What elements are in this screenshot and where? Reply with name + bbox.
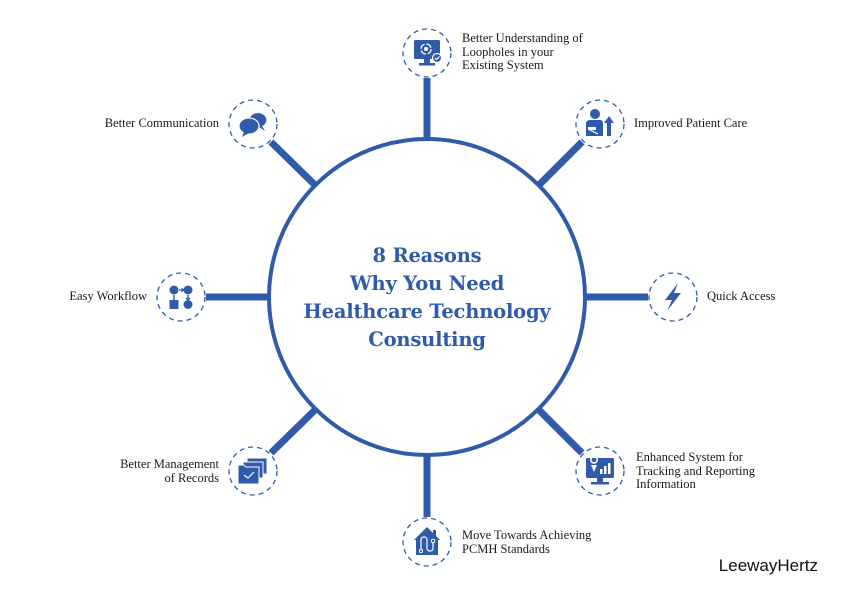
reason-label-bottom: Move Towards Achieving PCMH Standards (462, 528, 592, 556)
reason-text: Information (636, 477, 696, 491)
spoke-top-right (534, 139, 585, 190)
reason-label-left: Easy Workflow (69, 289, 147, 304)
reason-label-top-right: Improved Patient Care (634, 116, 748, 131)
reason-text: Loopholes in your (462, 44, 554, 59)
reason-label-top: Better Understanding of Loopholes in you… (462, 31, 583, 73)
spoke-bottom-left (268, 405, 320, 456)
reason-text: Move Towards Achieving (462, 528, 592, 542)
reason-text: Better Management (120, 457, 219, 471)
house-stethoscope-icon (414, 527, 440, 555)
reason-label-bottom-right: Enhanced System for Tracking and Reporti… (636, 450, 755, 492)
reason-text: Enhanced System for (636, 450, 743, 464)
lightning-bolt-icon (665, 283, 681, 311)
reason-text: Existing System (462, 58, 544, 72)
reason-text: PCMH Standards (462, 541, 550, 556)
reason-label-top-left: Better Communication (104, 116, 219, 131)
center-title-line: Healthcare Technology (303, 300, 551, 323)
center-title-line: 8 Reasons (372, 244, 482, 267)
reason-label-bottom-left: Better Management of Records (120, 457, 220, 485)
workflow-icon (169, 285, 193, 309)
chat-bubbles-icon (238, 111, 268, 137)
reason-text: Tracking and Reporting (636, 463, 755, 478)
brand-logo-text: LeewayHertz (718, 556, 818, 575)
reason-text: Easy Workflow (69, 289, 147, 303)
center-title-line: Why You Need (349, 272, 505, 295)
spoke-bottom-right (534, 405, 585, 456)
monitor-refresh-check-icon (414, 40, 443, 66)
node-ring-left (156, 272, 206, 322)
reason-text: Improved Patient Care (634, 116, 748, 130)
patient-improvement-icon (586, 109, 614, 136)
center-title: 8 Reasons Why You Need Healthcare Techno… (268, 242, 586, 354)
folders-check-icon (237, 457, 268, 485)
reason-text: of Records (164, 470, 220, 485)
monitor-location-chart-icon (586, 455, 614, 485)
center-title-line: Consulting (368, 328, 486, 351)
reason-text: Quick Access (707, 289, 776, 303)
spoke-top-left (268, 139, 320, 190)
center-circle (267, 137, 587, 457)
reason-label-right: Quick Access (707, 289, 776, 304)
spokes (206, 78, 648, 517)
reason-text: Better Understanding of (462, 31, 583, 45)
reason-text: Better Communication (104, 116, 219, 130)
